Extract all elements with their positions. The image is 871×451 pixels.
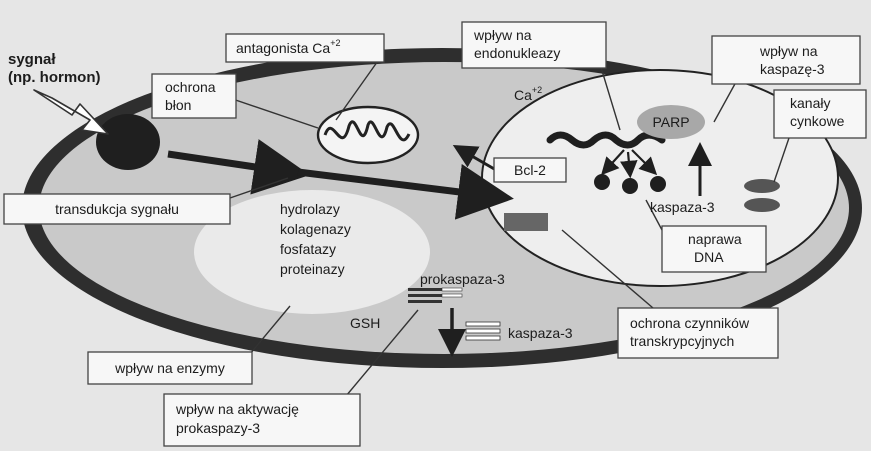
dna-repair-line2: DNA bbox=[694, 249, 724, 265]
caspase3-lower-label: kaspaza-3 bbox=[508, 325, 573, 341]
caspase-schematic bbox=[466, 322, 500, 340]
dna-fragment bbox=[594, 174, 610, 190]
enzyme-list-line4: proteinazy bbox=[280, 261, 345, 277]
gsh-label: GSH bbox=[350, 315, 380, 331]
zinc-channels-line2: cynkowe bbox=[790, 113, 845, 129]
procaspase-activation-line2: prokaspazy-3 bbox=[176, 420, 260, 436]
bcl2-label: Bcl-2 bbox=[514, 162, 546, 178]
membrane-protection-line1: ochrona bbox=[165, 79, 216, 95]
transcription-factor bbox=[504, 213, 548, 231]
dna-fragment bbox=[622, 178, 638, 194]
calcium-antagonist-label: antagonista Ca+2 bbox=[236, 38, 340, 56]
dna-fragment bbox=[650, 176, 666, 192]
signal-label-line2: (np. hormon) bbox=[8, 69, 100, 86]
zinc-channel bbox=[744, 198, 780, 212]
procaspase3-label: prokaspaza-3 bbox=[420, 271, 505, 287]
signal-input-arrow bbox=[34, 90, 108, 134]
transcription-factor-line1: ochrona czynników bbox=[630, 315, 750, 331]
procaspase-activation-line1: wpływ na aktywację bbox=[175, 401, 299, 417]
enzyme-list-line1: hydrolazy bbox=[280, 201, 340, 217]
zinc-channels-line1: kanały bbox=[790, 95, 830, 111]
signal-label-line1: sygnał bbox=[8, 51, 56, 68]
enzyme-effect-label: wpływ na enzymy bbox=[114, 360, 225, 376]
caspase3-label: kaspaza-3 bbox=[650, 199, 715, 215]
endonuclease-effect-line1: wpływ na bbox=[473, 27, 532, 43]
mitochondrion-icon bbox=[318, 107, 418, 163]
parp-label: PARP bbox=[652, 114, 689, 130]
receptor-icon bbox=[96, 114, 160, 170]
enzyme-list-line2: kolagenazy bbox=[280, 221, 351, 237]
endonuclease-effect-line2: endonukleazy bbox=[474, 45, 560, 61]
membrane-protection-line2: błon bbox=[165, 97, 191, 113]
enzyme-list-line3: fosfatazy bbox=[280, 241, 336, 257]
dna-repair-line1: naprawa bbox=[688, 231, 742, 247]
transcription-factor-line2: transkrypcyjnych bbox=[630, 333, 734, 349]
caspase3-effect-line2: kaspazę-3 bbox=[760, 61, 825, 77]
caspase3-effect-line1: wpływ na bbox=[759, 43, 818, 59]
signal-transduction-label: transdukcja sygnału bbox=[55, 201, 179, 217]
